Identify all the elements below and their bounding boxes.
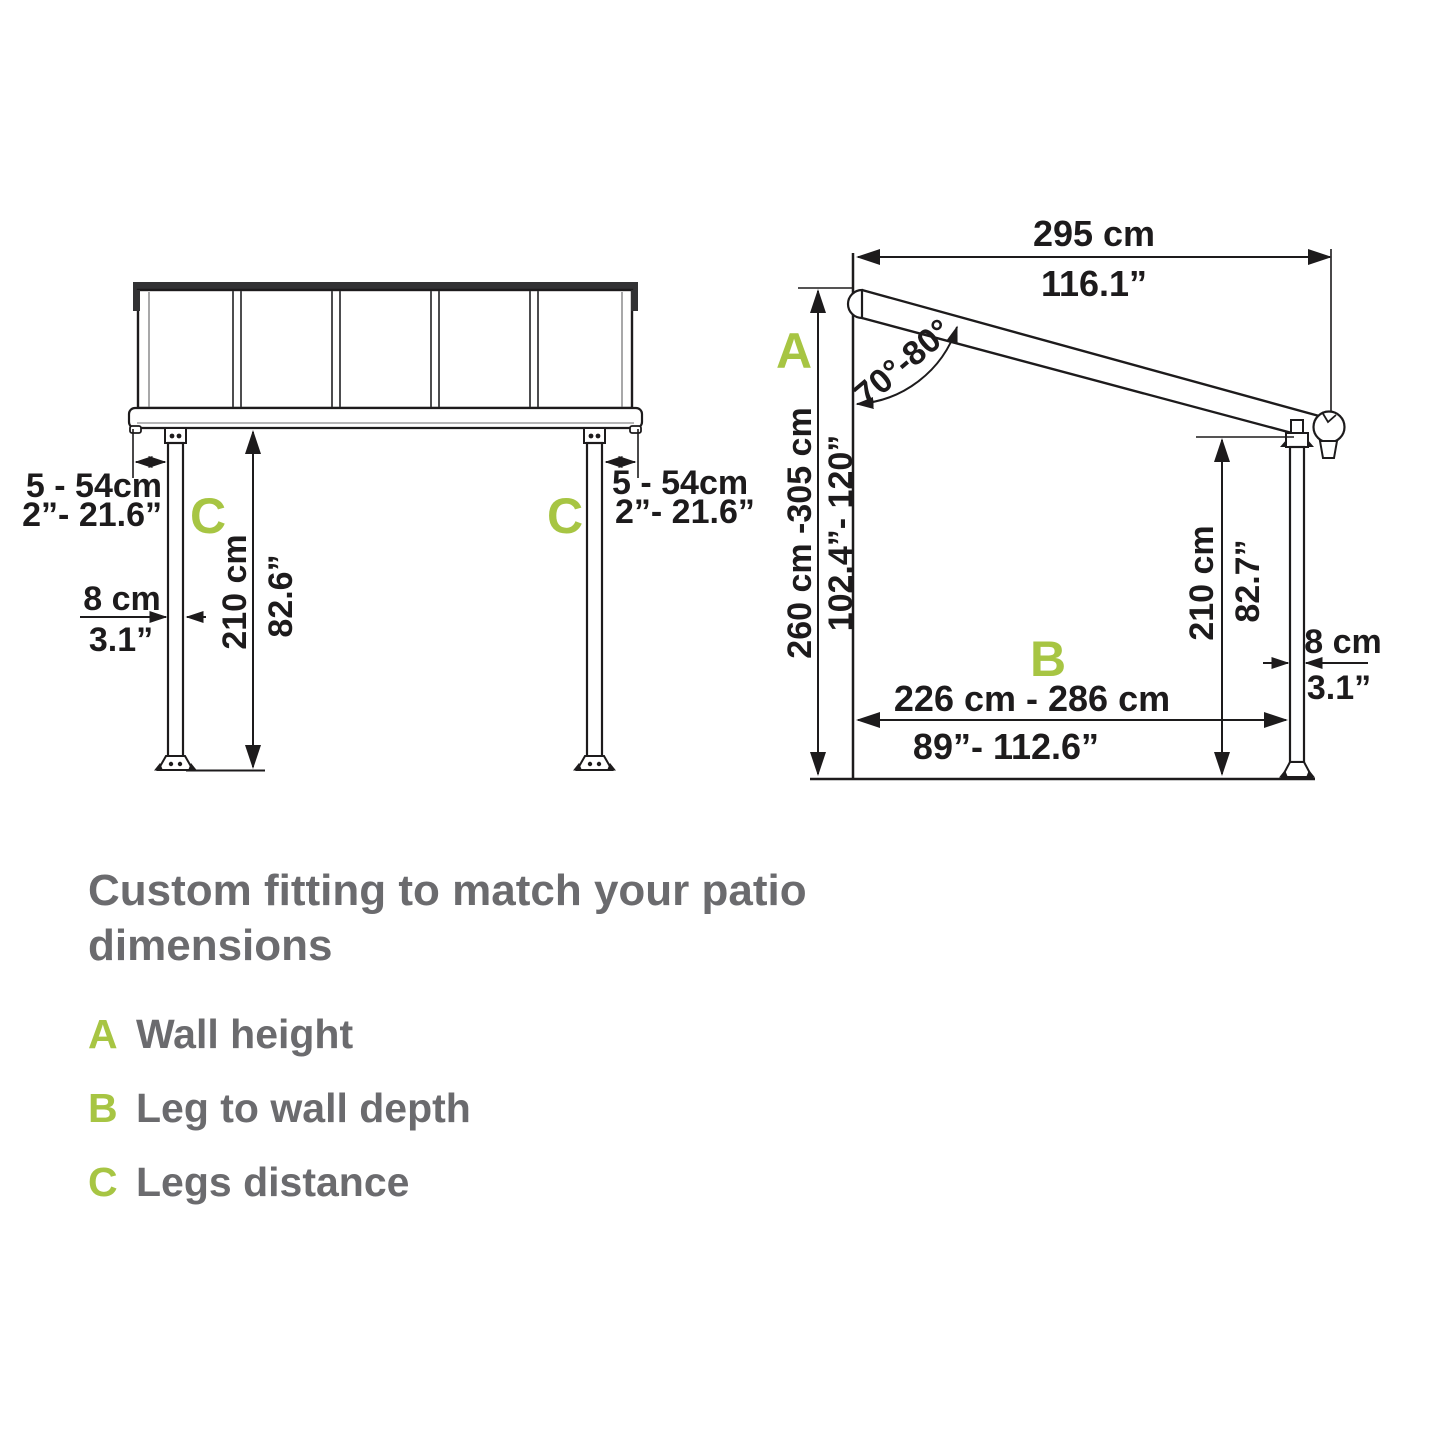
bracket-bolt [169,433,175,439]
foot-bolt [177,761,183,767]
front-view-diagram: 5 - 54cm 2”- 21.6” 5 - 54cm 2”- 21.6” C … [22,282,755,772]
beam-top-edge [861,288,1331,421]
diagrams-canvas: 5 - 54cm 2”- 21.6” 5 - 54cm 2”- 21.6” C … [22,213,1382,781]
foot-flare [1279,770,1288,778]
foot-flare [573,763,582,771]
leg-height-in: 82.6” [262,554,300,637]
gutter-end-cap-right [629,425,642,434]
side-view-diagram: 295 cm 116.1” A 260 cm -305 cm 102.4”- 1… [776,213,1382,781]
leg-width-cm: 8 cm [83,580,161,618]
angle-range: 70°-80° [847,312,959,414]
roof-panel-edge-lines [148,292,623,407]
beam-wall-cap [846,288,864,320]
roof-corner-cap-right [631,290,638,311]
foot-flare [1306,770,1315,778]
roof-corner-cap-left [133,290,140,311]
bracket-bolt [588,433,594,439]
legend-item-b: B Leg to wall depth [88,1085,807,1132]
bracket-bolt [176,433,182,439]
leg-foot [1280,761,1314,778]
bracket-flare [1307,439,1314,447]
label-a: A [776,323,812,379]
side-leg-width-in: 3.1” [1307,669,1371,707]
leg-bracket [164,427,187,444]
gutter-end-cap-left [129,425,142,434]
roof-top-profile [133,282,638,290]
legend-label-leg-to-wall-depth: Leg to wall depth [136,1085,471,1132]
front-leg-right [573,427,616,771]
foot-flare [607,763,616,771]
offset-left-in: 2”- 21.6” [22,496,162,534]
offset-right-in: 2”- 21.6” [615,493,755,531]
foot-bolt [587,761,593,767]
legend-list: A Wall height B Leg to wall depth C Legs… [88,1011,807,1206]
legend-letter-b: B [88,1085,118,1132]
leg-bracket [1285,432,1309,448]
label-b: B [1030,631,1066,687]
side-leg-height-in: 82.7” [1229,539,1267,622]
legend-label-wall-height: Wall height [136,1011,354,1058]
wall-height-cm: 260 cm -305 cm [781,407,819,658]
leg-connector [1290,419,1304,434]
legend-letter-a: A [88,1011,118,1058]
side-leg [1279,419,1315,778]
legend-label-legs-distance: Legs distance [136,1159,410,1206]
label-c-right: C [547,488,583,544]
roof-panel-dividers [232,291,539,407]
legend-title-line1: Custom fitting to match your patio [88,866,807,915]
gutter-notch [1321,411,1337,424]
gutter-profile [1312,410,1346,444]
wall-height-in: 102.4”- 120” [822,435,860,632]
bracket-bolt [595,433,601,439]
front-leg-left [154,427,197,771]
leg-body [585,441,604,759]
leg-foot [575,755,614,771]
legend: Custom fitting to match your patio dimen… [88,864,807,1233]
depth-in: 89”- 112.6” [913,726,1099,767]
side-leg-height-cm: 210 cm [1183,525,1221,640]
offset-right-cm: 5 - 54cm [612,464,748,502]
leg-foot [156,755,195,771]
bracket-flare [1280,439,1287,447]
foot-flare [188,763,197,771]
leg-height-cm: 210 cm [216,534,254,649]
offset-left-cm: 5 - 54cm [26,467,162,505]
legend-letter-c: C [88,1159,118,1206]
label-c-left: C [190,488,226,544]
foot-flare [154,763,163,771]
leg-body [1288,445,1306,764]
depth-cm: 226 cm - 286 cm [894,678,1170,719]
legend-title: Custom fitting to match your patio dimen… [88,864,807,973]
foot-bolt [596,761,602,767]
angle-arc [855,325,958,410]
legend-item-c: C Legs distance [88,1159,807,1206]
legend-title-line2: dimensions [88,920,333,970]
foot-bolt [168,761,174,767]
side-leg-width-cm: 8 cm [1304,623,1382,661]
leg-body [166,441,185,759]
legend-item-a: A Wall height [88,1011,807,1058]
gutter-beam [127,406,644,430]
leg-width-in: 3.1” [89,621,153,659]
roof-panel [136,288,634,410]
gutter-downspout [1318,440,1339,459]
leg-bracket [583,427,606,444]
roof-width-cm: 295 cm [1033,213,1155,254]
roof-width-in: 116.1” [1041,263,1147,304]
